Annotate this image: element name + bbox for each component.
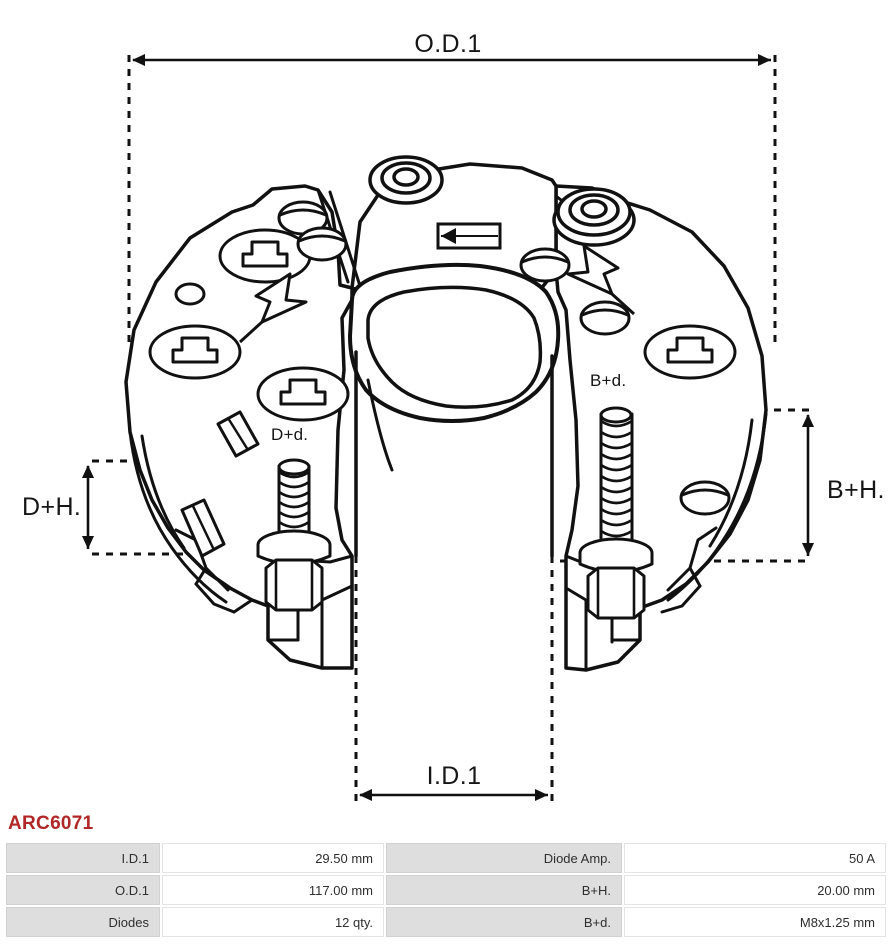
spec-value: 12 qty.: [162, 907, 384, 937]
spec-value: 50 A: [624, 843, 886, 873]
technical-drawing: O.D.1 I.D.1 D+H. B+H. D+d. B+d.: [22, 30, 885, 805]
terminal-slot: [436, 222, 502, 250]
spec-value: 117.00 mm: [162, 875, 384, 905]
bar-feature-left: [216, 410, 260, 458]
terminal-stud-left: [256, 458, 332, 612]
spec-label: B+d.: [386, 907, 622, 937]
spec-label: I.D.1: [6, 843, 160, 873]
spec-value: 20.00 mm: [624, 875, 886, 905]
table-row: I.D.1 29.50 mm Diode Amp. 50 A: [6, 843, 886, 873]
spec-table-body: I.D.1 29.50 mm Diode Amp. 50 A O.D.1 117…: [6, 843, 886, 937]
dimension-label-od1: O.D.1: [414, 30, 481, 58]
bar-feature-left2: [180, 498, 226, 558]
terminal-stud-right: [578, 406, 654, 620]
spec-label: B+H.: [386, 875, 622, 905]
spec-label: O.D.1: [6, 875, 160, 905]
spec-label: Diodes: [6, 907, 160, 937]
table-row: O.D.1 117.00 mm B+H. 20.00 mm: [6, 875, 886, 905]
specification-table: I.D.1 29.50 mm Diode Amp. 50 A O.D.1 117…: [4, 841, 888, 939]
dimension-label-id1: I.D.1: [427, 762, 482, 790]
table-row: Diodes 12 qty. B+d. M8x1.25 mm: [6, 907, 886, 937]
spec-value: M8x1.25 mm: [624, 907, 886, 937]
spec-value: 29.50 mm: [162, 843, 384, 873]
dimension-label-b-plus-h: B+H.: [827, 476, 885, 504]
plate-features: [148, 155, 737, 558]
dimension-label-d-plus-d: D+d.: [271, 425, 308, 444]
spec-label: Diode Amp.: [386, 843, 622, 873]
part-number-title: ARC6071: [8, 813, 94, 834]
dimension-label-d-plus-h: D+H.: [22, 493, 81, 521]
dimension-label-b-plus-d: B+d.: [590, 371, 626, 390]
